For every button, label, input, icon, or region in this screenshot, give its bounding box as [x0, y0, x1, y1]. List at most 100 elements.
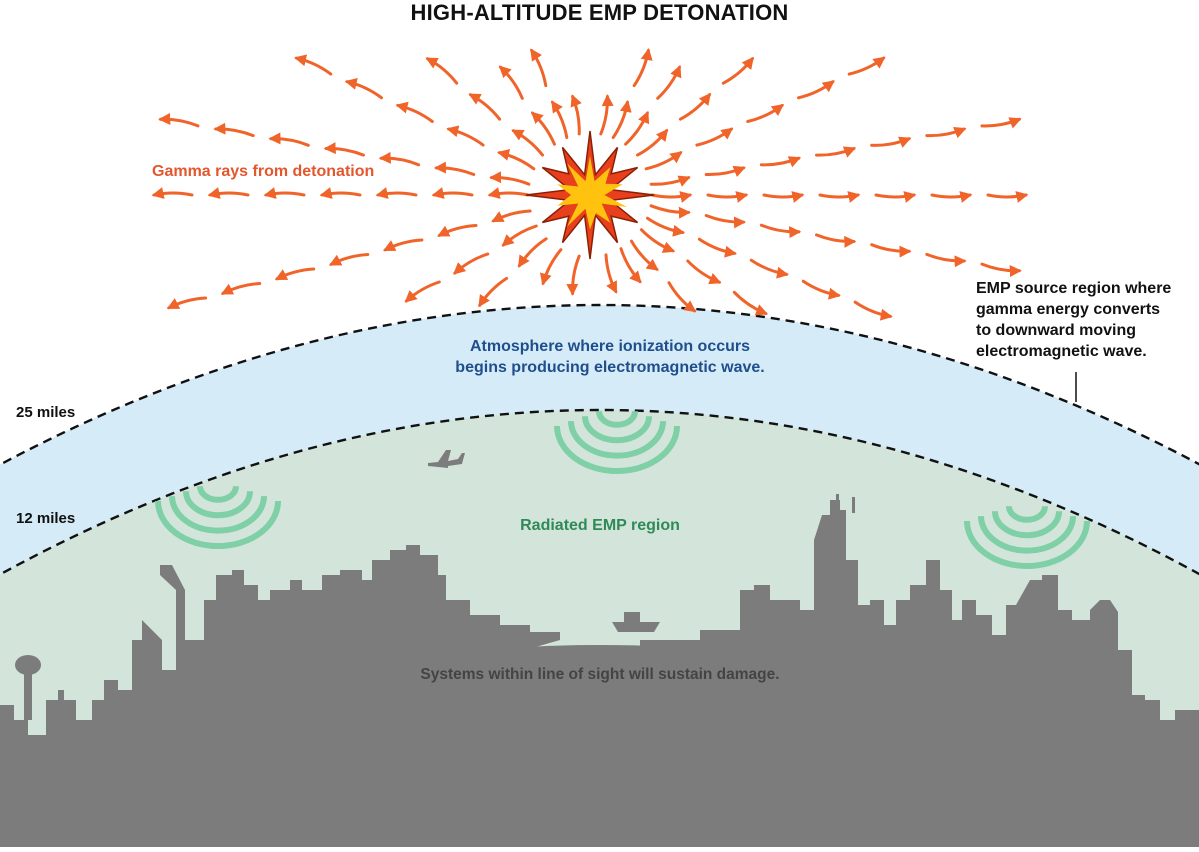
gamma-rays: [151, 48, 1029, 321]
emp-wave-arc: [183, 490, 253, 519]
gamma-ray-arrow: [815, 233, 857, 248]
gamma-ray-arrow: [570, 94, 582, 136]
gamma-ray-arrow: [431, 187, 474, 199]
emp-wave-arc: [155, 500, 281, 549]
emp-wave-arc: [197, 485, 239, 503]
gamma-ray-arrow: [566, 254, 581, 296]
gamma-ray-arrow: [980, 262, 1022, 278]
altitude-12-label: 12 miles: [16, 510, 76, 527]
gamma-ray-arrow: [646, 216, 686, 237]
gamma-ray-arrow: [746, 103, 785, 123]
atmosphere-label-line-2: begins producing electromagnetic wave.: [455, 359, 765, 376]
gamma-ray-arrow: [650, 191, 693, 203]
gamma-ray-arrow: [686, 259, 722, 285]
gamma-ray-arrow: [434, 161, 476, 176]
gamma-ray-arrow: [551, 100, 569, 139]
gamma-ray-arrow: [639, 228, 676, 253]
diagram-title: HIGH-ALTITUDE EMP DETONATION: [410, 0, 789, 25]
emp-wave-arc: [964, 520, 1090, 569]
gamma-ray-arrow: [611, 99, 632, 139]
gamma-ray-arrow: [539, 248, 563, 286]
gamma-ray-arrow: [930, 191, 973, 203]
gamma-ray-arrow: [395, 101, 434, 123]
gamma-ray-arrow: [762, 191, 805, 203]
gamma-ray-arrow: [323, 142, 365, 157]
gamma-ray-arrow: [632, 48, 653, 88]
altitude-25-label: 25 miles: [16, 404, 76, 421]
damage-note-label: Systems within line of sight will sustai…: [420, 666, 780, 683]
gamma-ray-arrow: [636, 128, 669, 157]
boundary-12-miles: [0, 408, 1199, 576]
gamma-ray-arrow: [853, 300, 893, 321]
gamma-ray-arrow: [530, 111, 556, 146]
wave-emitter-icon: [554, 410, 680, 474]
gamma-ray-arrow: [437, 224, 478, 237]
gamma-ray-arrow: [847, 56, 886, 76]
gamma-ray-arrow: [925, 252, 967, 268]
gamma-ray-arrow: [207, 187, 250, 199]
gamma-ray-arrow: [378, 151, 421, 167]
gamma-ray-arrow: [874, 191, 917, 203]
gamma-ray-arrow: [759, 156, 802, 168]
gamma-ray-arrow: [986, 191, 1029, 203]
gamma-ray-arrow: [478, 276, 509, 308]
gamma-ray-arrow: [530, 48, 548, 88]
emp-wave-arc: [992, 510, 1062, 539]
source-label-line-3: to downward moving: [976, 322, 1136, 339]
gamma-ray-arrow: [870, 136, 912, 148]
boundary-25-miles: [0, 303, 1199, 467]
explosion-icon: [525, 130, 655, 260]
gamma-ray-arrow: [759, 223, 802, 239]
gamma-ray-arrow: [501, 224, 538, 247]
gamma-ray-arrow: [158, 112, 200, 128]
radiated-region-label: Radiated EMP region: [520, 517, 680, 534]
emp-waves: [155, 410, 1090, 569]
gamma-ray-arrow: [925, 127, 967, 139]
gamma-ray-arrow: [704, 214, 746, 229]
gamma-ray-arrow: [797, 80, 835, 100]
gamma-ray-arrow: [624, 110, 650, 146]
gamma-ray-arrow: [604, 253, 618, 294]
gamma-ray-arrow: [667, 281, 697, 313]
source-label-line-1: EMP source region where: [976, 280, 1172, 297]
emp-wave-arc: [169, 495, 267, 534]
gamma-ray-arrow: [818, 191, 861, 203]
ship-icon: [612, 612, 660, 632]
gamma-ray-arrow: [498, 65, 524, 100]
gamma-ray-arrow: [749, 258, 789, 279]
gamma-ray-arrow: [491, 209, 532, 223]
gamma-ray-arrow: [328, 253, 370, 266]
gamma-ray-arrow: [630, 239, 659, 271]
gamma-ray-arrow: [263, 187, 306, 199]
gamma-ray-arrow: [649, 175, 691, 187]
gamma-ray-arrow: [980, 117, 1022, 129]
gamma-ray-arrow: [704, 165, 746, 178]
gamma-ray-arrow: [383, 238, 424, 252]
gamma-rays-label: Gamma rays from detonation: [152, 163, 375, 180]
gamma-ray-arrow: [274, 267, 316, 281]
gamma-ray-arrow: [220, 282, 262, 295]
emp-wave-arc: [978, 515, 1076, 554]
gamma-ray-arrow: [268, 132, 310, 147]
gamma-ray-arrow: [166, 296, 208, 310]
gamma-ray-arrow: [678, 92, 711, 121]
city-skyline: [0, 494, 1199, 852]
gamma-ray-arrow: [695, 127, 734, 147]
atmosphere-label-line-1: Atmosphere where ionization occurs: [469, 338, 751, 355]
gamma-ray-arrow: [870, 243, 912, 258]
gamma-ray-arrow: [375, 187, 418, 199]
gamma-ray-arrow: [151, 187, 194, 199]
emp-wave-arc: [596, 410, 638, 428]
gamma-ray-arrow: [656, 64, 682, 100]
gamma-ray-arrow: [453, 252, 490, 275]
gamma-ray-arrow: [446, 125, 485, 147]
source-label-line-4: electromagnetic wave.: [976, 343, 1147, 360]
emp-wave-arc: [1006, 505, 1048, 523]
gamma-ray-arrow: [468, 93, 502, 121]
wave-emitter-icon: [155, 485, 281, 549]
gamma-ray-arrow: [649, 204, 691, 219]
gamma-ray-arrow: [497, 149, 536, 171]
atmosphere-label: Atmosphere where ionization occurs begin…: [380, 336, 840, 378]
gamma-ray-arrow: [511, 129, 544, 157]
